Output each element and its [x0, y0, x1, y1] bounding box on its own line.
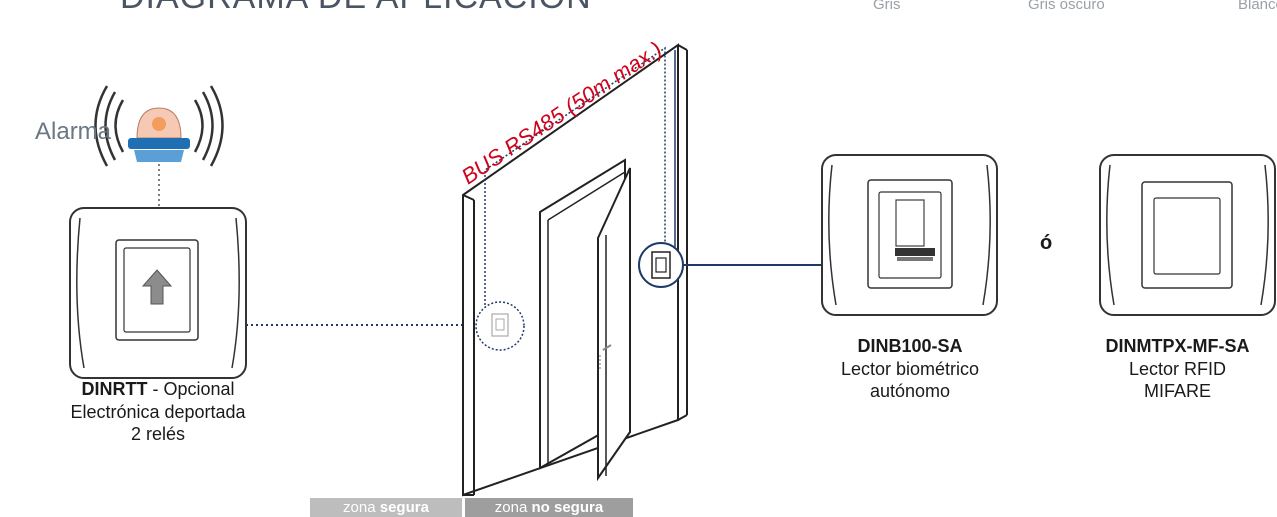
color-option-gris-oscuro: Gris oscuro	[1028, 0, 1105, 13]
dinrtt-caption: DINRTT - Opcional Electrónica deportada …	[40, 378, 276, 446]
alarm-siren-icon	[94, 85, 224, 167]
zone-safe-prefix: zona	[343, 499, 380, 516]
alarm-label: Alarma	[35, 118, 112, 145]
dinb100-sa-code: DINB100-SA	[857, 336, 963, 356]
wall-reader-icon	[638, 242, 684, 288]
dinrtt-description: Electrónica deportada	[70, 401, 246, 422]
zone-unsafe-bold: no segura	[531, 499, 604, 516]
dinrtt-device-icon	[69, 207, 247, 379]
dinmtpx-mf-sa-device-icon	[1099, 154, 1276, 316]
or-label: ó	[1040, 232, 1053, 254]
bus-wiring-line	[484, 46, 666, 305]
dinrtt-relays: 2 relés	[130, 424, 186, 444]
dinmtpx-mf-sa-description-2: MIFARE	[1143, 381, 1211, 401]
zone-unsafe-prefix: zona	[494, 499, 532, 516]
zone-unsafe-label: zona no segura	[465, 498, 633, 517]
dinb100-sa-caption: DINB100-SA Lector biométrico autónomo	[800, 335, 1020, 403]
door-icon	[462, 43, 688, 497]
dinb100-sa-description: Lector biométrico	[840, 358, 980, 379]
zone-safe-bold: segura	[379, 499, 429, 516]
dinrtt-optional: - Opcional	[147, 379, 235, 399]
dinmtpx-mf-sa-description: Lector RFID	[1128, 358, 1227, 379]
page-title: DIAGRAMA DE APLICACIÓN	[120, 0, 592, 17]
dinmtpx-mf-sa-code: DINMTPX-MF-SA	[1105, 336, 1250, 356]
dinmtpx-mf-sa-caption: DINMTPX-MF-SA Lector RFID MIFARE	[1080, 335, 1275, 403]
dinb100-sa-device-icon	[821, 154, 998, 316]
dinrtt-code: DINRTT	[81, 379, 148, 399]
color-option-blanco: Blanco	[1238, 0, 1277, 13]
zone-safe-label: zona segura	[310, 498, 462, 517]
door-exit-button-icon	[475, 301, 525, 351]
color-option-gris: Gris	[873, 0, 901, 13]
dinb100-sa-description-2: autónomo	[869, 381, 951, 401]
